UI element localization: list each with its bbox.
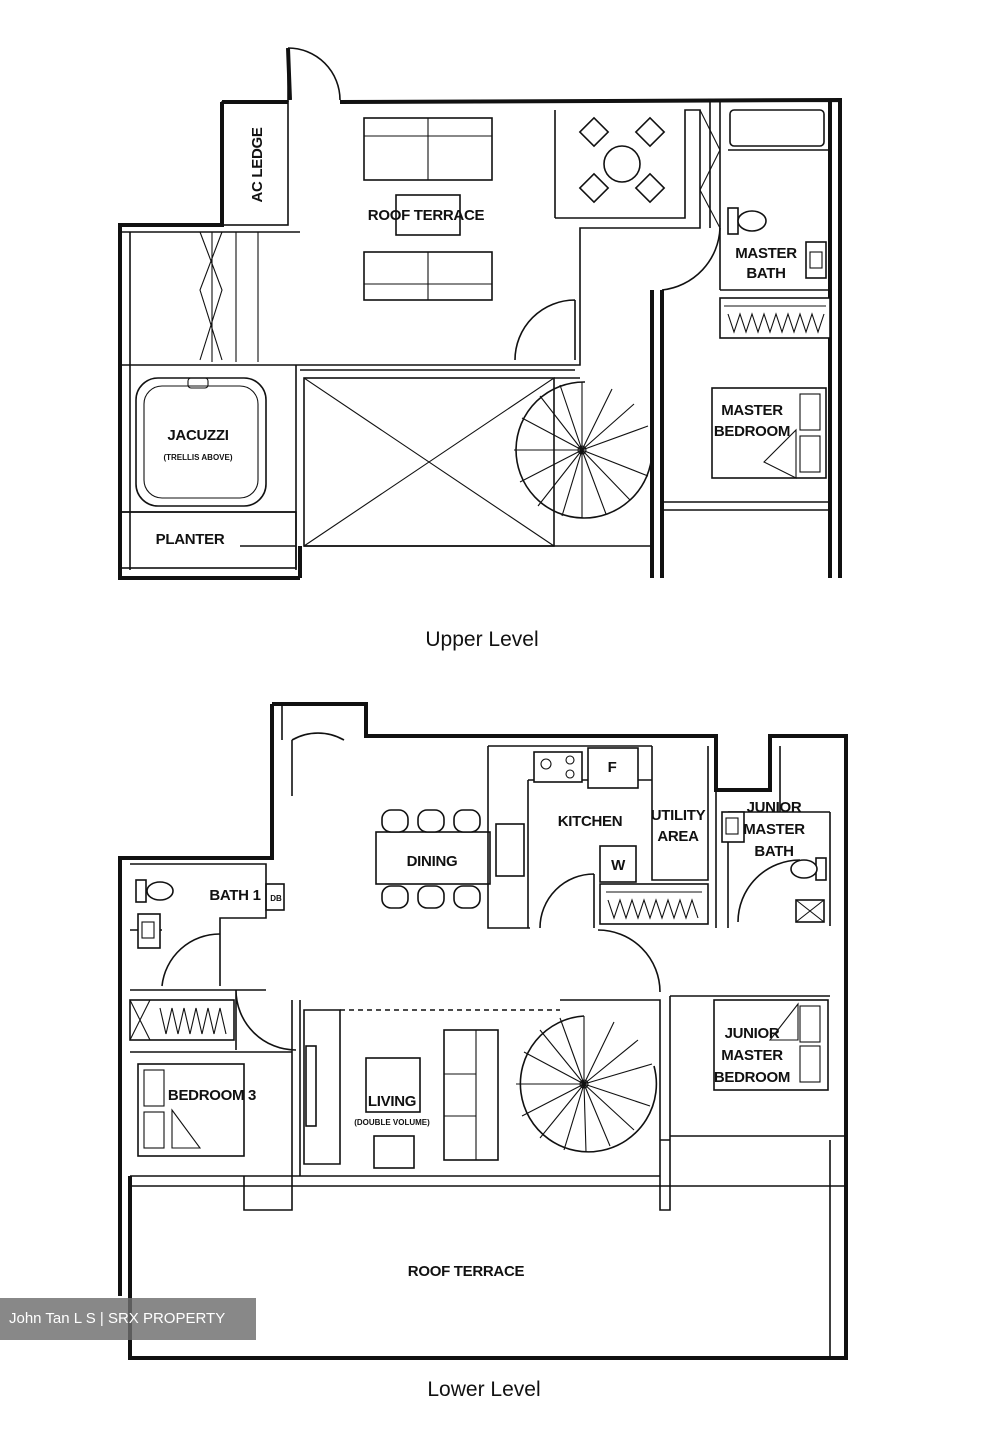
- basin-jr-bath: [721, 811, 745, 843]
- sofa-upper-1: [363, 117, 493, 181]
- label-db: DB: [270, 894, 282, 903]
- bed-bedroom3: [137, 1063, 245, 1157]
- label-utility-1: UTILITY: [651, 807, 706, 824]
- wc-upper: [727, 207, 767, 235]
- label-master-bath-2: BATH: [746, 265, 785, 282]
- living-coffee-table: [365, 1057, 421, 1113]
- wc-bath1: [135, 879, 174, 903]
- washer-box: [599, 845, 637, 883]
- fridge-box: [587, 747, 639, 789]
- label-jacuzzi: JACUZZI: [167, 427, 228, 444]
- kitchen-island-counter: [495, 823, 525, 877]
- wardrobe-bedroom3: [129, 999, 235, 1041]
- spiral-staircase-lower: [516, 1015, 658, 1153]
- lower-outer-wall: [118, 702, 848, 1360]
- wardrobe-upper: [719, 297, 831, 339]
- label-master-bath-1: MASTER: [735, 245, 797, 262]
- label-jacuzzi-note: (TRELLIS ABOVE): [163, 453, 232, 462]
- label-master-bedroom-1: MASTER: [721, 402, 783, 419]
- master-bed: [711, 387, 827, 479]
- watermark-badge: John Tan L S | SRX PROPERTY: [0, 1298, 256, 1340]
- round-table-set: [578, 116, 666, 204]
- label-ac-ledge: AC LEDGE: [249, 127, 266, 202]
- lower-level-plan: [118, 702, 848, 1360]
- basin-bath1: [137, 913, 161, 949]
- ac-ledge-box: [221, 101, 289, 226]
- lower-entry-door: [281, 704, 345, 796]
- tv-console: [305, 1045, 317, 1127]
- label-washer: W: [611, 857, 626, 874]
- label-jr-bedroom-3: BEDROOM: [714, 1069, 790, 1086]
- label-fridge: F: [608, 759, 617, 776]
- label-dining: DINING: [407, 853, 458, 870]
- db-box: [265, 883, 285, 911]
- label-living: LIVING: [368, 1093, 416, 1110]
- label-jr-bath-1: JUNIOR: [747, 799, 802, 816]
- wc-jr-bath: [790, 857, 827, 881]
- label-living-note: (DOUBLE VOLUME): [354, 1118, 430, 1127]
- label-utility-2: AREA: [657, 828, 699, 845]
- label-roof-terrace-upper: ROOF TERRACE: [368, 207, 485, 224]
- label-bedroom3: BEDROOM 3: [168, 1087, 256, 1104]
- dining-set: [375, 809, 491, 909]
- upper-level-caption: Upper Level: [425, 628, 539, 651]
- label-bath1: BATH 1: [209, 887, 260, 904]
- upper-level-plan: [118, 47, 842, 580]
- wardrobe-junior-master: [599, 883, 709, 925]
- label-master-bedroom-2: BEDROOM: [714, 423, 790, 440]
- coffee-table-upper: [395, 194, 461, 236]
- label-roof-terrace-lower: ROOF TERRACE: [408, 1263, 525, 1280]
- upper-entry-door: [287, 47, 341, 102]
- label-jr-bedroom-1: JUNIOR: [725, 1025, 780, 1042]
- living-ottoman: [373, 1135, 415, 1169]
- basin-upper: [805, 241, 827, 279]
- bed-junior-master: [713, 999, 829, 1091]
- label-planter: PLANTER: [156, 531, 225, 548]
- cooktop: [533, 751, 583, 783]
- label-jr-bath-2: MASTER: [743, 821, 805, 838]
- label-kitchen: KITCHEN: [558, 813, 623, 830]
- label-jr-bath-3: BATH: [754, 843, 793, 860]
- living-sofa: [443, 1029, 499, 1161]
- sofa-upper-2: [363, 251, 493, 301]
- spiral-staircase-upper: [514, 381, 653, 519]
- planter-box: [119, 511, 297, 569]
- lower-level-caption: Lower Level: [427, 1378, 541, 1401]
- bathtub: [729, 109, 825, 147]
- label-jr-bedroom-2: MASTER: [721, 1047, 783, 1064]
